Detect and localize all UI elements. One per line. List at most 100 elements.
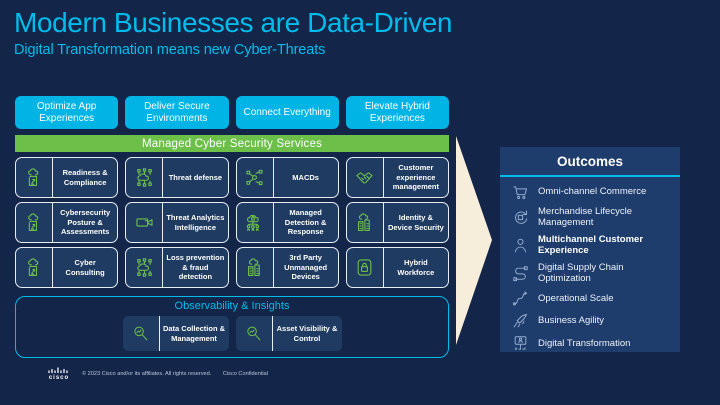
outcome-item: Omni-channel Commerce [512,184,670,201]
service-tile: MACDs [235,157,339,198]
outcome-label: Multichannel Customer Experience [538,233,644,257]
service-tile-label: Identity & Device Security [387,213,444,232]
header: Modern Businesses are Data-Driven Digita… [14,7,453,58]
building-cloud-icon [16,158,52,197]
cloud-buildings-icon [347,203,383,242]
outcomes-title: Outcomes [556,154,624,169]
service-tile: Threat defense [125,157,229,198]
service-tile: Managed Detection & Response [235,202,339,243]
service-tile: Threat Analytics Intelligence [125,202,229,243]
outcome-item: Operational Scale [512,290,670,307]
service-tile-label: Threat defense [168,172,223,182]
service-tile-label: Hybrid Workforce [397,258,435,277]
outcomes-list: Omni-channel Commerce Merchandise Lifecy… [500,177,680,352]
copyright-text: © 2023 Cisco and/or its affiliates. All … [82,370,212,377]
outcome-item: Digital Transformation [512,335,670,352]
service-tile-label: Cybersecurity Posture & Assessments [60,208,111,237]
observability-row: Data Collection & Management Asset Visib… [16,316,448,351]
pillar-label: Optimize App Experiences [36,100,97,124]
cart-icon [512,184,529,201]
service-tile: Cybersecurity Posture & Assessments [15,202,119,243]
managed-services-banner: Managed Cyber Security Services [15,135,449,152]
magnifier-chart-icon [236,316,272,351]
pillar-label: Deliver Secure Environments [144,100,210,124]
pillar-label: Elevate Hybrid Experiences [364,100,430,124]
outcome-label: Digital Supply Chain Optimization [538,261,624,285]
page-title: Modern Businesses are Data-Driven [14,7,453,38]
service-tile: 3rd Party Unmanaged Devices [235,247,339,288]
pillar-button: Connect Everything [235,96,339,129]
service-tile-label: 3rd Party Unmanaged Devices [284,253,328,282]
pillar-button: Elevate Hybrid Experiences [345,96,449,129]
service-tile: Hybrid Workforce [345,247,449,288]
service-tile-label: Threat Analytics Intelligence [166,213,225,232]
outcome-item: Digital Supply Chain Optimization [512,262,670,284]
pillar-label: Connect Everything [243,106,331,118]
service-tile-label: Loss prevention & fraud detection [166,253,225,282]
person-icon [512,237,529,254]
camera-icon [126,203,162,242]
observability-tile: Asset Visibility & Control [235,316,342,351]
tile-divider [272,203,274,242]
service-tile: Readiness & Compliance [15,157,119,198]
tile-divider [158,316,160,351]
tile-divider [52,203,53,242]
footer: cisco © 2023 Cisco and/or its affiliates… [48,366,268,381]
magnifier-chart-icon [123,316,159,351]
outcome-item: Multichannel Customer Experience [512,234,670,256]
lifecycle-icon [512,209,529,226]
tile-divider [382,203,384,242]
pillar-button: Optimize App Experiences [15,96,119,129]
tile-divider [162,158,164,197]
service-tile-label: Readiness & Compliance [62,168,108,187]
tile-divider [272,248,274,287]
outcome-label: Digital Transformation [538,337,631,349]
services-grid: Readiness & Compliance Threat defense MA… [15,157,449,288]
page-subtitle: Digital Transformation means new Cyber-T… [14,41,326,58]
tile-divider [382,158,384,197]
outcome-label: Business Agility [538,315,605,327]
network-icon [237,158,273,197]
service-tile-label: Data Collection & Management [162,324,226,343]
tile-divider [162,248,164,287]
tile-divider [272,158,274,197]
service-tile-label: Customer experience management [392,163,439,192]
outcomes-panel: Outcomes Omni-channel Commerce Merchandi… [500,147,680,352]
cloud-buildings-icon [237,248,273,287]
observability-box: Observability & Insights Data Collection… [15,296,449,358]
service-tile: Loss prevention & fraud detection [125,247,229,288]
cloud-network-icon [126,158,162,197]
outcome-label: Omni-channel Commerce [538,186,647,198]
handshake-icon [347,158,383,197]
service-tile-label: MACDs [292,172,319,182]
outcome-label: Operational Scale [538,292,614,304]
service-tile-label: Cyber Consulting [65,258,105,277]
outcomes-divider [500,175,680,177]
observability-tile: Data Collection & Management [122,316,229,351]
service-tile: Cyber Consulting [15,247,119,288]
services-column: Optimize App Experiences Deliver Secure … [15,96,449,358]
service-tile-label: Asset Visibility & Control [276,324,338,343]
cloud-lock-icon [237,203,273,242]
fine-print: © 2023 Cisco and/or its affiliates. All … [82,371,268,377]
tile-divider [52,158,53,197]
cisco-logo: cisco [48,366,70,381]
transformation-icon [512,335,529,352]
supply-chain-icon [512,265,529,282]
building-cloud-icon [16,203,52,242]
tile-divider [52,248,53,287]
cloud-network-icon [126,248,162,287]
confidential-text: Cisco Confidential [222,370,268,377]
building-cloud-icon [16,248,52,287]
observability-title: Observability & Insights [174,300,290,312]
tile-divider [382,248,384,287]
service-tile: Customer experience management [345,157,449,198]
agility-icon [512,312,529,329]
tile-divider [162,203,164,242]
outcome-label: Merchandise Lifecycle Management [538,206,632,229]
tile-divider [271,316,273,351]
service-tile: Identity & Device Security [345,202,449,243]
route-icon [512,290,529,307]
outcome-item: Merchandise Lifecycle Management [512,206,670,228]
